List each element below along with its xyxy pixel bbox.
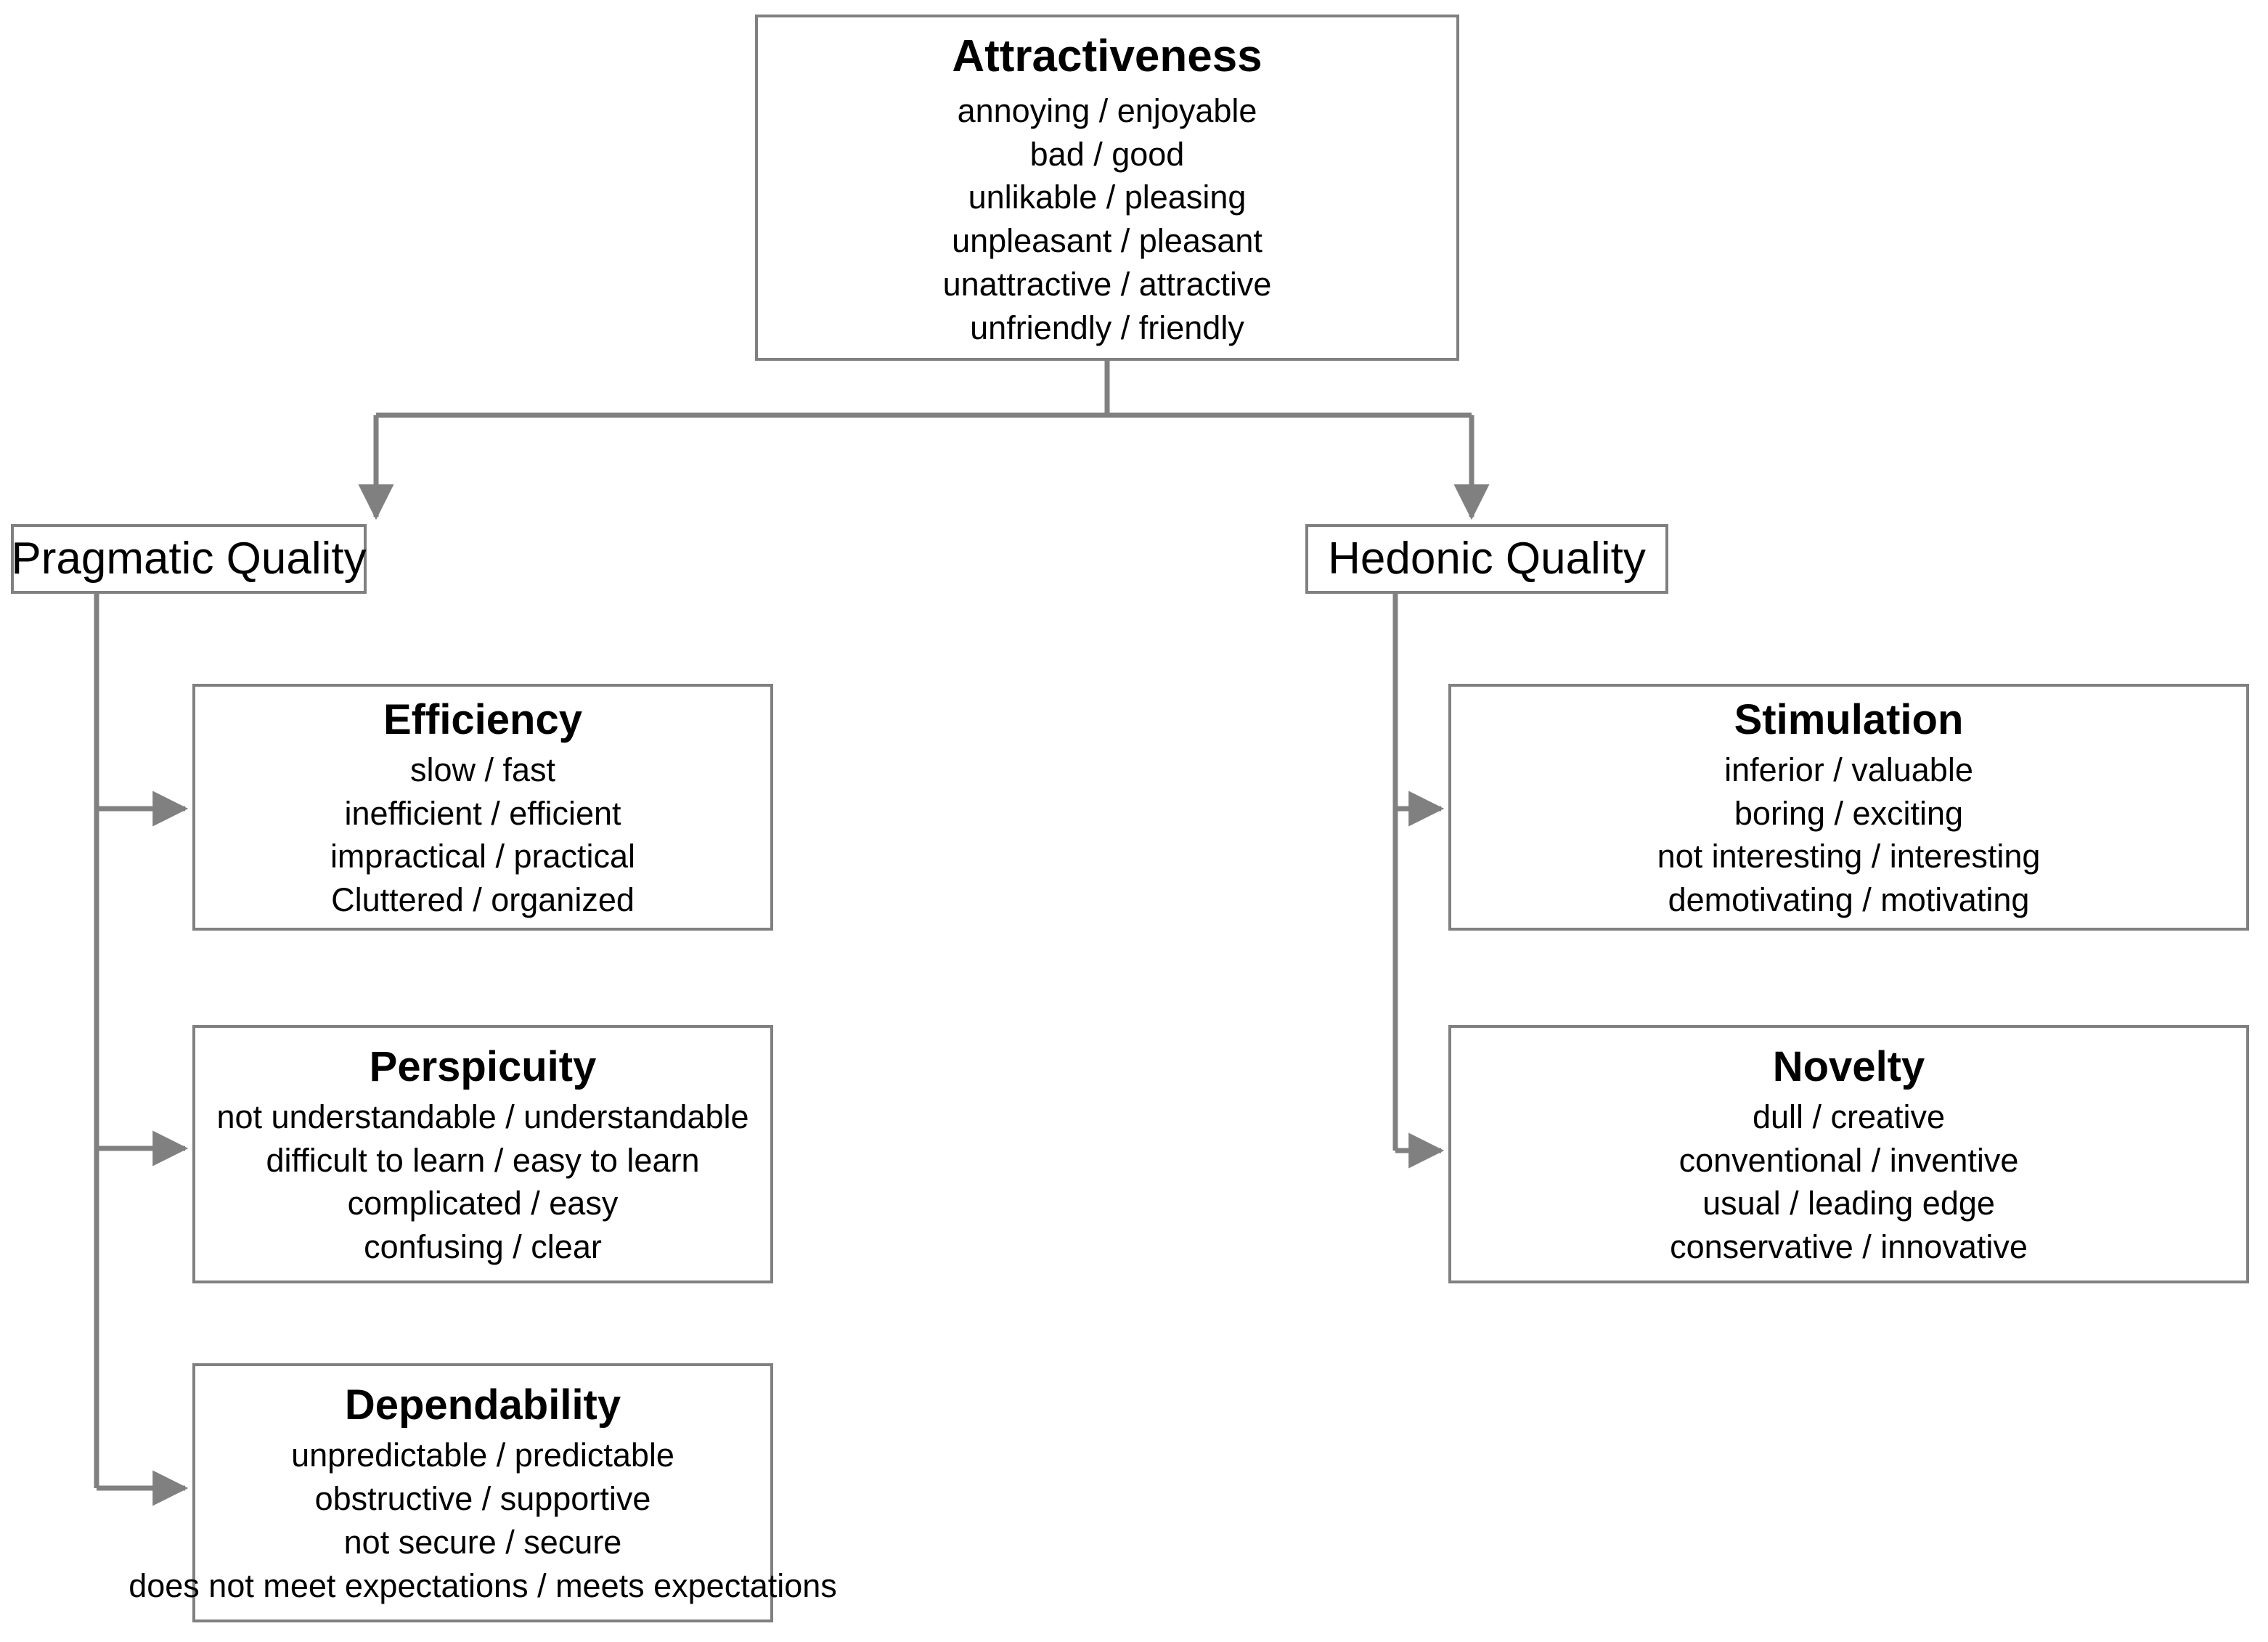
node-pragmatic-quality: Pragmatic Quality — [11, 524, 367, 594]
item-pair: difficult to learn / easy to learn — [266, 1141, 700, 1179]
item-pair: unattractive / attractive — [942, 266, 1272, 303]
node-perspicuity: Perspicuity not understandable / underst… — [192, 1025, 773, 1283]
item-pair: unlikable / pleasing — [968, 179, 1247, 216]
node-perspicuity-items: not understandable / understandable diff… — [195, 1095, 770, 1269]
item-pair: boring / exciting — [1734, 794, 1964, 832]
node-efficiency: Efficiency slow / fast inefficient / eff… — [192, 684, 773, 931]
node-novelty: Novelty dull / creative conventional / i… — [1448, 1025, 2249, 1283]
item-pair: not interesting / interesting — [1657, 838, 2041, 875]
node-hedonic-quality: Hedonic Quality — [1305, 524, 1668, 594]
node-novelty-title: Novelty — [1772, 1042, 1925, 1090]
node-attractiveness-title: Attractiveness — [952, 31, 1263, 82]
item-pair: conventional / inventive — [1678, 1141, 2019, 1179]
node-stimulation-title: Stimulation — [1734, 695, 1964, 743]
node-efficiency-title: Efficiency — [383, 695, 582, 743]
item-pair: Cluttered / organized — [331, 881, 635, 919]
item-pair: not understandable / understandable — [216, 1098, 749, 1135]
item-pair: slow / fast — [409, 751, 556, 788]
item-pair: inefficient / efficient — [344, 794, 621, 832]
item-pair: dull / creative — [1752, 1098, 1946, 1135]
item-pair: usual / leading edge — [1702, 1185, 1995, 1222]
node-stimulation-items: inferior / valuable boring / exciting no… — [1451, 748, 2246, 922]
item-pair: does not meet expectations / meets expec… — [129, 1567, 837, 1604]
node-pragmatic-quality-title: Pragmatic Quality — [11, 534, 367, 584]
node-efficiency-items: slow / fast inefficient / efficient impr… — [195, 748, 770, 922]
node-attractiveness-items: annoying / enjoyable bad / good unlikabl… — [758, 89, 1456, 350]
node-perspicuity-title: Perspicuity — [369, 1042, 597, 1090]
node-attractiveness: Attractiveness annoying / enjoyable bad … — [755, 15, 1459, 361]
item-pair: conservative / innovative — [1670, 1228, 2028, 1266]
item-pair: unpleasant / pleasant — [952, 222, 1263, 260]
node-novelty-items: dull / creative conventional / inventive… — [1451, 1095, 2246, 1269]
node-dependability-title: Dependability — [344, 1381, 621, 1429]
item-pair: bad / good — [1029, 135, 1185, 173]
node-dependability: Dependability unpredictable / predictabl… — [129, 1363, 837, 1622]
item-pair: complicated / easy — [347, 1185, 619, 1222]
item-pair: not secure / secure — [343, 1523, 622, 1561]
item-pair: unpredictable / predictable — [291, 1437, 674, 1474]
item-pair: annoying / enjoyable — [957, 91, 1257, 129]
item-pair: obstructive / supportive — [314, 1480, 651, 1518]
item-pair: inferior / valuable — [1724, 751, 1973, 788]
node-hedonic-quality-title: Hedonic Quality — [1328, 534, 1646, 584]
node-dependability-items: unpredictable / predictable obstructive … — [129, 1434, 837, 1607]
node-stimulation: Stimulation inferior / valuable boring /… — [1448, 684, 2249, 931]
item-pair: confusing / clear — [364, 1228, 602, 1266]
item-pair: unfriendly / friendly — [970, 309, 1244, 346]
item-pair: demotivating / motivating — [1668, 881, 2030, 919]
item-pair: impractical / practical — [330, 838, 636, 875]
